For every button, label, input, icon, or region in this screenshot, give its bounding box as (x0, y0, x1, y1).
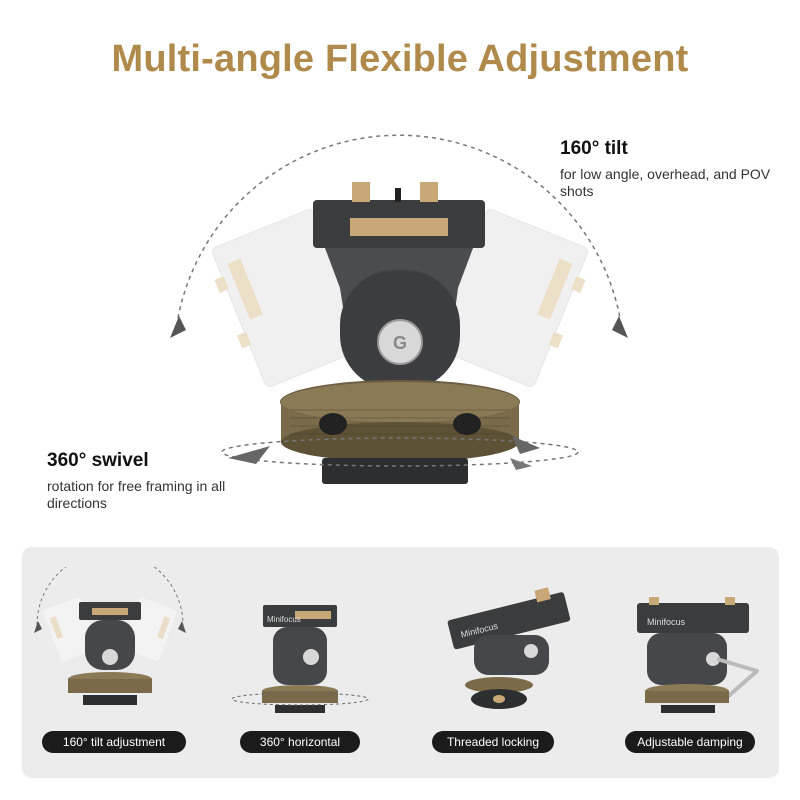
tilt-arrow-left-icon (170, 316, 186, 338)
swivel-arc (221, 437, 579, 467)
swivel-arrow-right-icon (512, 436, 540, 454)
tilt-callout: 160° tilt for low angle, overhead, and P… (560, 138, 780, 200)
ghost-head-right (432, 209, 589, 387)
swivel-description: rotation for free framing in all directi… (47, 478, 226, 511)
feature-thumb-threaded: Minifocus (447, 587, 571, 709)
swivel-callout: 360° swivel rotation for free framing in… (47, 450, 267, 512)
feature-thumb-horizontal: Minifocus (231, 605, 369, 713)
brass-rail (350, 218, 448, 236)
brand-logo: Minifocus (267, 615, 301, 624)
feature-badge-tilt: 160° tilt adjustment (42, 731, 186, 753)
page-title: Multi-angle Flexible Adjustment (111, 38, 689, 80)
shoe-foot (322, 458, 468, 484)
feature-panel: Minifocus Minifocus Minifocus 160° tilt (22, 547, 779, 778)
feature-thumb-tilt (34, 567, 186, 705)
tilt-heading: 160° tilt (560, 138, 628, 159)
knob-g-icon: G (393, 333, 407, 353)
swivel-arrow-left-icon (228, 446, 270, 464)
tilt-arrow-right-icon (612, 316, 628, 338)
tilt-knob (377, 319, 423, 365)
feature-badge-horizontal: 360° horizontal (240, 731, 360, 753)
swivel-heading: 360° swivel (47, 450, 149, 471)
hero-product-illustration: G (170, 134, 628, 484)
tilt-description: for low angle, overhead, and POV shots (560, 166, 771, 199)
feature-thumb-damping: Minifocus (637, 597, 759, 713)
feature-badge-threaded: Threaded locking (432, 731, 554, 753)
feature-badge-damping: Adjustable damping (625, 731, 755, 753)
brand-logo-3: Minifocus (647, 617, 686, 627)
